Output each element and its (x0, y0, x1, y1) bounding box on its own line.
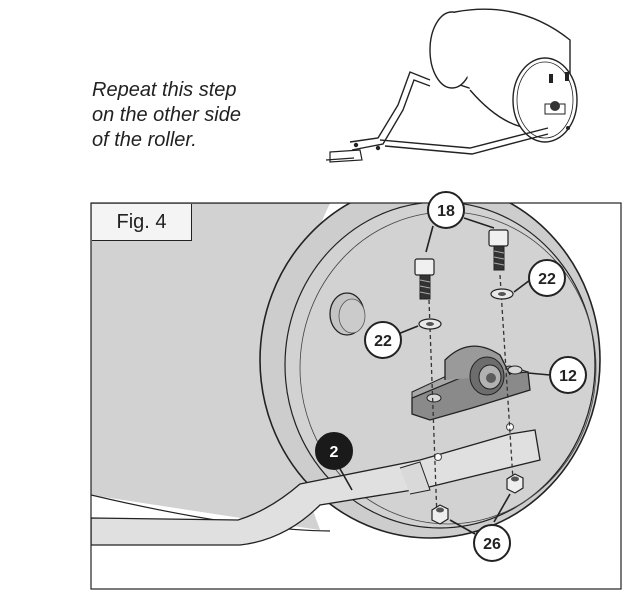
callout-2-label: 2 (330, 444, 339, 461)
washer-right (490, 288, 514, 300)
bolt-left (414, 258, 435, 300)
figure-label: Fig. 4 (92, 204, 192, 241)
assembly-lines (428, 274, 514, 519)
washer-left (418, 318, 442, 330)
instruction-line-1: Repeat this step (92, 79, 237, 101)
callout-22-right-label: 22 (538, 271, 556, 288)
overview-roller-thumbnail (325, 8, 578, 163)
callout-2: 2 (315, 432, 353, 470)
callout-26-label: 26 (483, 536, 501, 553)
figure-frame (90, 202, 622, 590)
leader-lines (338, 217, 551, 535)
callout-22-left: 22 (364, 321, 402, 359)
nut-right (506, 473, 524, 494)
bolt-right (488, 229, 509, 271)
callout-22-left-label: 22 (374, 333, 392, 350)
callout-12-label: 12 (559, 368, 577, 385)
callout-22-right: 22 (528, 259, 566, 297)
instruction-text: Repeat this step on the other side of th… (92, 78, 292, 153)
callout-18: 18 (427, 191, 465, 229)
instruction-line-3: of the roller. (92, 129, 197, 151)
figure-4-panel (90, 202, 622, 590)
handle-bar (91, 429, 541, 546)
instruction-line-2: on the other side (92, 104, 241, 126)
bar-hole-left (434, 453, 442, 461)
nut-left (431, 504, 449, 525)
callout-12: 12 (549, 356, 587, 394)
bearing-block (411, 345, 531, 421)
callout-18-label: 18 (437, 203, 455, 220)
callout-26: 26 (473, 524, 511, 562)
